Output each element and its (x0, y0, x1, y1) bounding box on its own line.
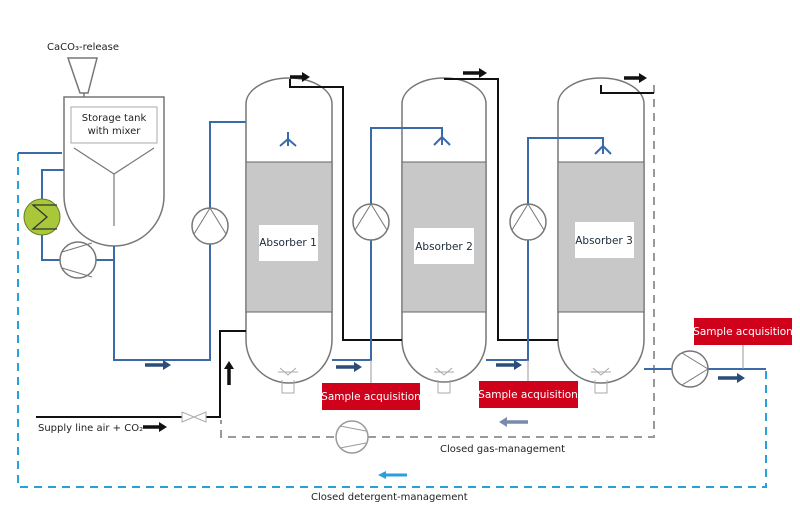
pump-icon (191, 207, 229, 245)
sample-acquisition-badge: Sample acquisition (321, 383, 421, 410)
pump-icon (671, 350, 709, 388)
detergent-loop (17, 152, 767, 488)
heat-exchanger-icon (23, 198, 61, 236)
outlet-valve-icon (434, 367, 454, 394)
svg-text:Sample acquisition: Sample acquisition (321, 391, 421, 403)
valve-icon (181, 411, 207, 423)
detergent-flow-arrow-icon (378, 471, 407, 479)
gas-loop (220, 85, 655, 438)
absorber-2: Absorber 2 (401, 77, 487, 383)
pump-icon (59, 241, 97, 279)
caco3-hopper (66, 57, 98, 97)
closed-detergent-management-label: Closed detergent-management (311, 492, 468, 503)
compressor-icon (335, 420, 369, 454)
absorber-3: Absorber 3 (557, 77, 645, 384)
svg-text:Sample acquisition: Sample acquisition (478, 389, 578, 401)
outlet-valve-icon (591, 367, 611, 394)
sample-line (370, 345, 744, 384)
caco3-release-label: CaCO₃-release (47, 42, 119, 53)
pump-icon (352, 203, 390, 241)
gas-flow-arrow-icon (499, 417, 528, 427)
sample-acquisition-badge: Sample acquisition (478, 381, 578, 408)
pump-icon (509, 203, 547, 241)
sample-acquisition-badge: Sample acquisition (693, 318, 793, 345)
supply-line-label: Supply line air + CO₂ (38, 423, 143, 434)
spray-nozzle-icon (279, 132, 297, 147)
absorber-1-label: Absorber 1 (259, 237, 317, 249)
storage-tank (63, 96, 165, 247)
closed-gas-management-label: Closed gas-management (440, 444, 565, 455)
absorber-3-label: Absorber 3 (575, 235, 633, 247)
absorber-1: Absorber 1 (245, 77, 333, 384)
svg-text:Sample acquisition: Sample acquisition (693, 326, 793, 338)
arrow-right-icon (336, 360, 745, 383)
storage-tank-label-line1: Storage tank (82, 113, 147, 124)
outlet-valve-icon (278, 367, 298, 394)
arrow-up-icon (224, 361, 234, 385)
gas-line (36, 78, 654, 418)
absorber-2-label: Absorber 2 (415, 241, 473, 253)
arrow-right-icon (145, 360, 171, 370)
arrow-right-icon (143, 68, 647, 432)
storage-tank-label-line2: with mixer (88, 126, 142, 137)
